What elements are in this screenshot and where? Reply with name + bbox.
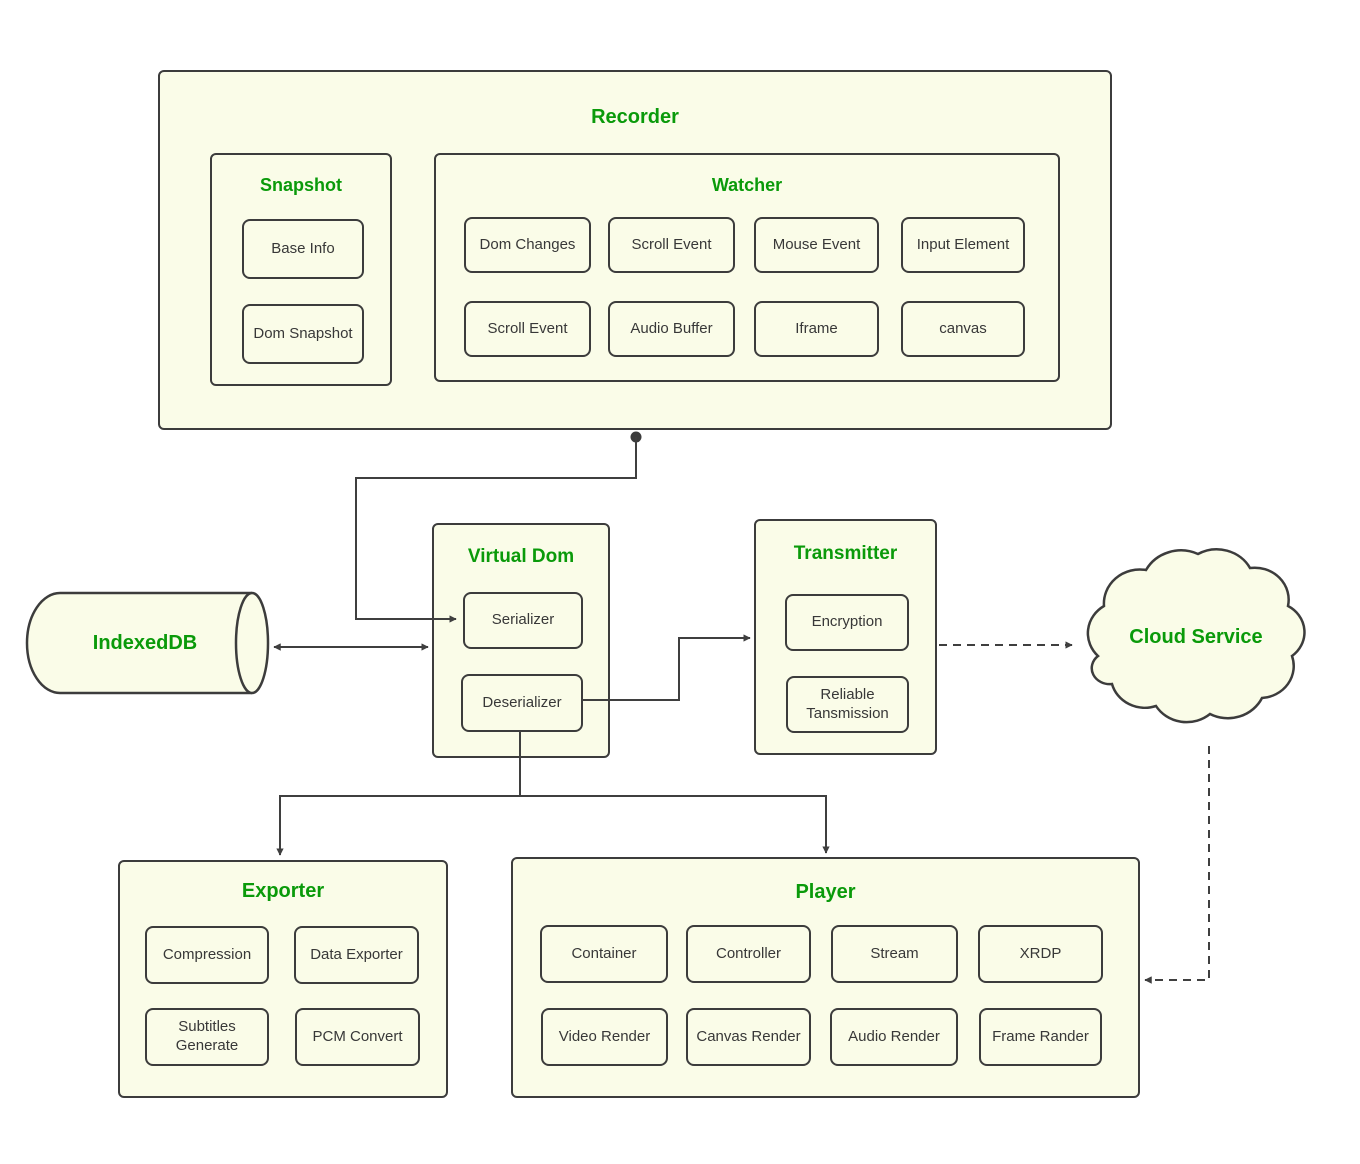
junction-dot: [630, 431, 642, 443]
node-controller: Controller: [686, 925, 811, 983]
node-data-exporter: Data Exporter: [294, 926, 419, 984]
snapshot-group: Snapshot Base Info Dom Snapshot: [210, 153, 392, 386]
node-base-info: Base Info: [242, 219, 364, 279]
indexeddb-label: IndexedDB: [92, 631, 198, 654]
transmitter-title: Transmitter: [793, 543, 898, 564]
node-compression: Compression: [145, 926, 269, 984]
node-canvas: canvas: [901, 301, 1025, 357]
node-serializer: Serializer: [463, 592, 583, 649]
node-container: Container: [540, 925, 668, 983]
virtualdom-title: Virtual Dom: [467, 546, 575, 567]
node-reliable-tansmission: Reliable Tansmission: [786, 676, 909, 733]
player-group: Player Container Controller Stream XRDP …: [511, 857, 1140, 1098]
node-scroll-event-2: Scroll Event: [464, 301, 591, 357]
node-video-render: Video Render: [541, 1008, 668, 1066]
node-dom-snapshot: Dom Snapshot: [242, 304, 364, 364]
node-stream: Stream: [831, 925, 958, 983]
transmitter-group: Transmitter Encryption Reliable Tansmiss…: [754, 519, 937, 755]
node-audio-render: Audio Render: [830, 1008, 958, 1066]
node-audio-buffer: Audio Buffer: [608, 301, 735, 357]
node-mouse-event: Mouse Event: [754, 217, 879, 273]
exporter-title: Exporter: [241, 880, 325, 902]
watcher-title: Watcher: [711, 175, 783, 195]
node-scroll-event-1: Scroll Event: [608, 217, 735, 273]
connector-cloud-to-player: [1144, 746, 1210, 984]
node-input-element: Input Element: [901, 217, 1025, 273]
player-title: Player: [795, 881, 856, 903]
node-xrdp: XRDP: [978, 925, 1103, 983]
node-encryption: Encryption: [785, 594, 909, 651]
recorder-title: Recorder: [591, 106, 679, 128]
node-subtitles-generate: Subtitles Generate: [145, 1008, 269, 1066]
node-iframe: Iframe: [754, 301, 879, 357]
cloud-label: Cloud Service: [1129, 625, 1263, 648]
watcher-group: Watcher Dom Changes Scroll Event Mouse E…: [434, 153, 1060, 382]
node-canvas-render: Canvas Render: [686, 1008, 811, 1066]
connector-deserializer-to-player: [520, 795, 830, 854]
node-dom-changes: Dom Changes: [464, 217, 591, 273]
node-deserializer: Deserializer: [461, 674, 583, 732]
exporter-group: Exporter Compression Data Exporter Subti…: [118, 860, 448, 1098]
virtualdom-group: Virtual Dom Serializer Deserializer: [432, 523, 610, 758]
node-frame-rander: Frame Rander: [979, 1008, 1102, 1066]
recorder-group: Recorder Snapshot Base Info Dom Snapshot…: [158, 70, 1112, 430]
snapshot-title: Snapshot: [259, 175, 342, 195]
node-pcm-convert: PCM Convert: [295, 1008, 420, 1066]
